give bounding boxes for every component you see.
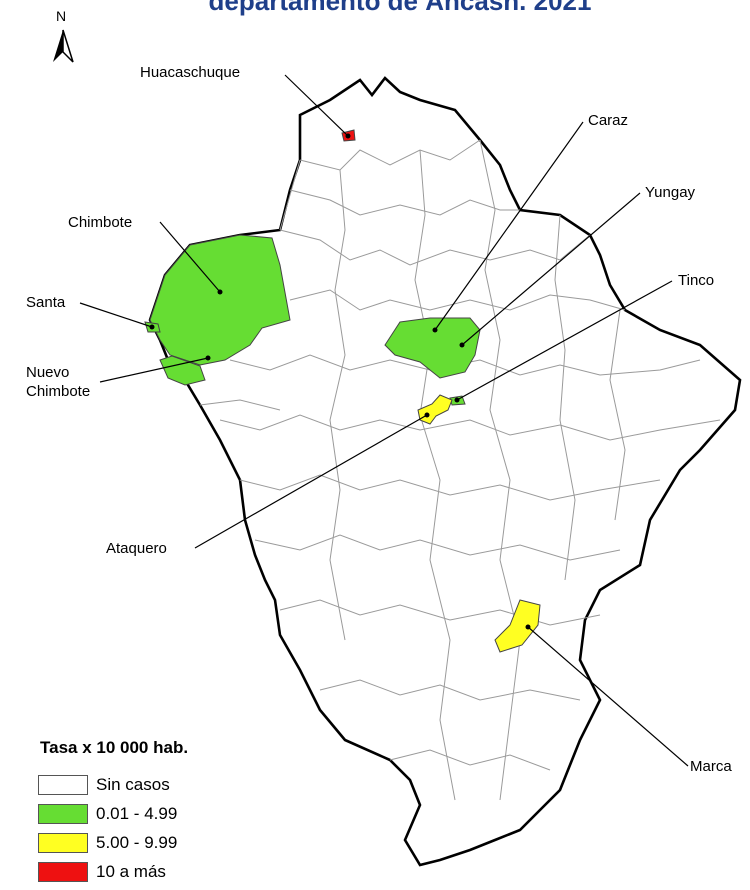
map-title: departamento de Áncash. 2021 [208, 0, 592, 16]
leader-dots [149, 133, 531, 630]
label-huacaschuque: Huacaschuque [140, 64, 241, 81]
label-yungay: Yungay [645, 184, 696, 201]
region-chimbote [149, 234, 291, 366]
label-santa: Santa [26, 294, 66, 311]
legend-label: 5.00 - 9.99 [96, 833, 178, 852]
legend-title: Tasa x 10 000 hab. [40, 738, 189, 757]
legend-label: 0.01 - 4.99 [96, 804, 178, 823]
label-nuevo-chimbote: Chimbote [26, 383, 91, 400]
leader-lines [79, 74, 689, 767]
legend-label: 10 a más [96, 862, 166, 881]
label-nuevo: Nuevo [26, 364, 70, 381]
legend-swatch [38, 833, 88, 853]
legend-swatch [38, 804, 88, 824]
label-ataquero: Ataquero [106, 540, 167, 557]
north-label: N [56, 8, 67, 24]
label-marca: Marca [690, 758, 732, 775]
legend-swatch [38, 862, 88, 882]
legend-label: Sin casos [96, 775, 170, 794]
label-caraz: Caraz [588, 112, 629, 129]
region-marca [494, 599, 541, 653]
north-arrow-icon [53, 29, 74, 63]
label-tinco: Tinco [678, 272, 715, 289]
region-caraz-yungay [384, 317, 481, 379]
region-nuevo-chimbote [159, 355, 206, 386]
legend-swatch [38, 775, 88, 795]
label-chimbote: Chimbote [68, 214, 133, 231]
district-borders [199, 139, 721, 801]
